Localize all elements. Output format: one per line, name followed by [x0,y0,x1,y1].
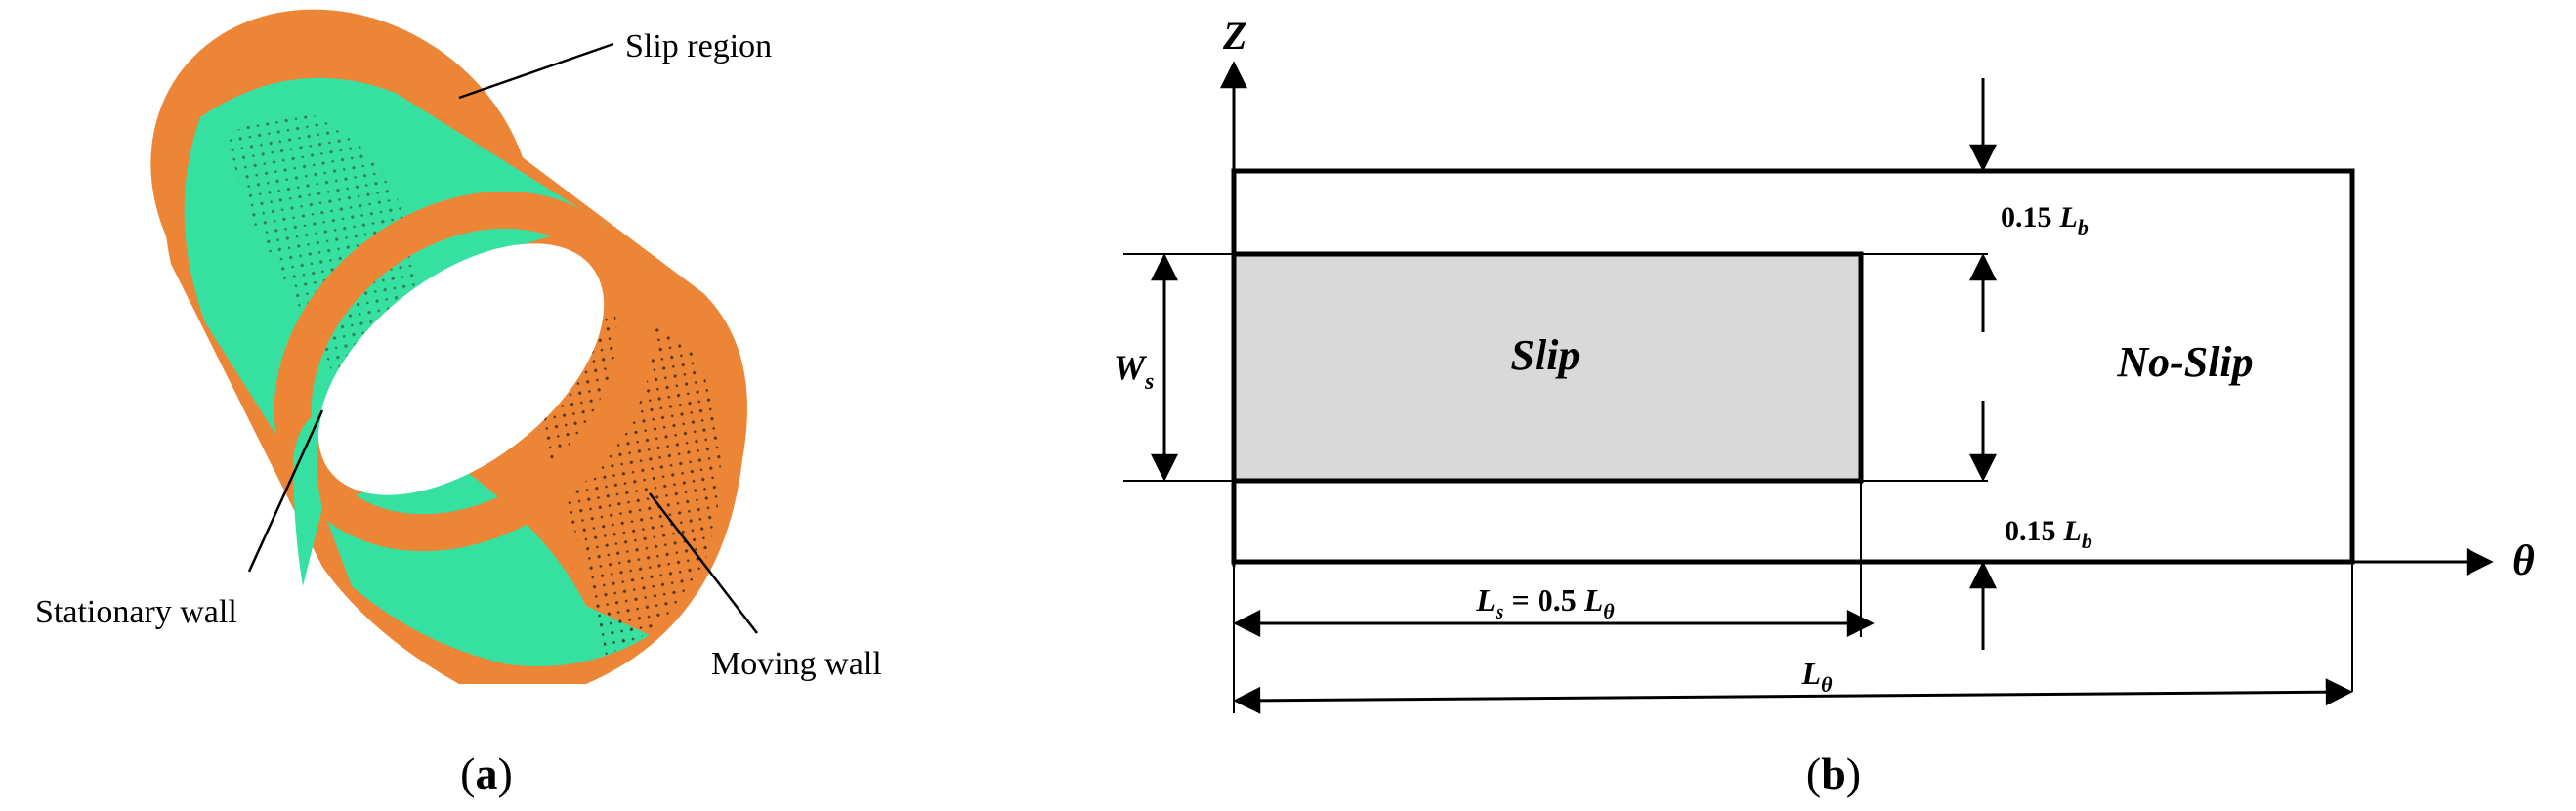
slip-shading [225,114,420,381]
dim-total-length [1233,678,2353,714]
leader-stationary-wall [247,409,324,573]
panel-a-bearing: Slip region Stationary wall Moving wall … [35,9,882,798]
label-stationary-wall: Stationary wall [35,594,237,630]
label-total-length: Lθ [1801,656,1834,697]
label-slip-width: Ws [1114,348,1154,395]
leader-moving-wall [649,492,758,634]
no-slip-region-label: No-Slip [2116,338,2253,386]
label-slip-length: Ls = 0.5 Lθ [1475,582,1615,623]
bearing-opening [317,243,605,495]
label-moving-wall: Moving wall [711,646,882,682]
theta-axis-label: θ [2513,536,2535,584]
stationary-wall-strip [293,410,322,586]
slip-surface-front [322,459,650,666]
leader-slip-region [458,42,614,100]
caption-b: (b) [1806,748,1861,798]
z-axis-label: Z [1222,14,1246,58]
slip-region-label: Slip [1511,331,1581,379]
caption-a: (a) [460,748,513,798]
label-slip-region: Slip region [625,28,772,64]
